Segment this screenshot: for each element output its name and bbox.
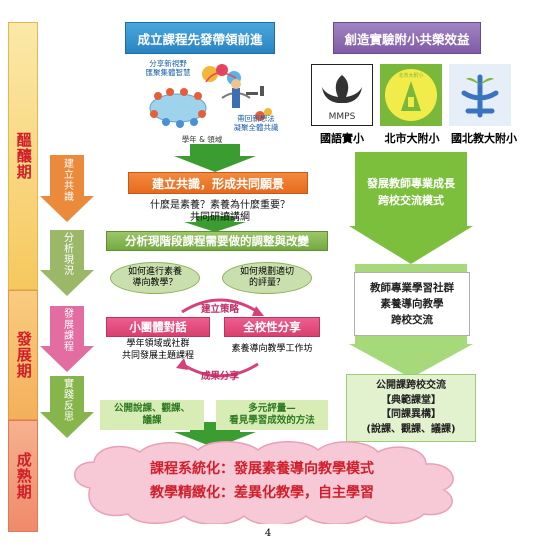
illustration-label-right: 帶回新想法 凝聚全體共識 xyxy=(233,114,279,133)
strategy-label: 建立策略 xyxy=(200,304,239,315)
right-box2: 教師專業學習社群 素養導向教學 跨校交流 xyxy=(354,272,470,336)
consensus-title-box: 建立共識，形成共同願景 xyxy=(128,172,308,194)
consensus-sub1: 什麼是素養？素養為什麼重要？ xyxy=(150,200,290,211)
cycle-arrows xyxy=(176,298,264,378)
step-label-practice: 實踐反思 xyxy=(61,378,73,422)
header-left: 成立課程先發帶領前進 xyxy=(125,22,275,54)
phase-maturity: 成熟期 xyxy=(8,420,38,532)
results-arc xyxy=(181,362,259,378)
cloud-line2: 教學精緻化：差異化教學，自主學習 xyxy=(150,485,374,501)
illustration-label-bottom: 學年 & 領域 xyxy=(181,135,223,144)
step-label-consensus: 建立共識 xyxy=(61,158,73,202)
phase-germination: 醞釀期 xyxy=(8,22,38,290)
cloud-shape xyxy=(73,441,454,524)
step-arrow-develop xyxy=(40,306,94,372)
question-teaching: 如何進行素養導向教學？ xyxy=(110,262,200,294)
page-number: 4 xyxy=(264,528,272,539)
ntue-emblem-icon xyxy=(461,74,499,118)
cloud-line1: 課程系統化：發展素養導向教學模式 xyxy=(150,461,374,477)
illustration-label-top: 分享新視野 匯聚集體智慧 xyxy=(145,59,191,78)
results-label: 成果分享 xyxy=(200,371,239,382)
phase-germination-label: 醞釀期 xyxy=(14,132,33,180)
logo-name-mmps: 國語實小 xyxy=(320,132,364,145)
school-share-desc: 素養導向教學工作坊 xyxy=(231,344,313,354)
open-class-box: 公開說課、觀課、 議課 xyxy=(100,400,204,430)
analysis-title-box: 分析現階段課程需要做的調整與改變 xyxy=(106,231,328,251)
svg-text:北市大附小: 北市大附小 xyxy=(398,72,423,79)
consensus-sub2: 共同研讀講綱 xyxy=(190,212,250,223)
arrow-down-2 xyxy=(184,216,246,232)
step-arrow-consensus xyxy=(40,155,94,222)
meeting-illustration: 分享新視野 匯聚集體智慧 帶回新想法 凝聚全體共識 學年 & 領域 xyxy=(110,58,300,146)
small-group-desc: 學年領域或社群 共同發展主題課程 xyxy=(121,339,194,361)
logo-name-ntue: 國北教大附小 xyxy=(451,132,517,145)
step-label-analysis: 分析現況 xyxy=(61,232,73,276)
taipei-city-emblem-icon: 北市大附小 xyxy=(385,69,437,121)
phase-column: 醞釀期 發展期 成熟期 xyxy=(8,22,38,532)
step-arrows xyxy=(40,155,94,438)
right-box3: 公開課跨校交流 【典範課堂】 【同課異構】 (說課、觀課、議課) xyxy=(346,374,476,442)
step-label-develop: 發展課程 xyxy=(61,308,73,352)
phase-development-label: 發展期 xyxy=(14,331,33,379)
small-group-title: 小團體對話 xyxy=(106,317,210,337)
question-assessment: 如何規劃適切的評量？ xyxy=(222,262,312,294)
phase-development: 發展期 xyxy=(8,290,38,420)
step-arrow-analysis xyxy=(40,230,94,296)
header-right: 創造實驗附小共榮效益 xyxy=(333,22,481,54)
logo-mmps: MMPS xyxy=(311,64,373,126)
mmps-emblem-icon: MMPS xyxy=(322,75,362,122)
logo-ntue xyxy=(449,64,511,126)
phase-maturity-label: 成熟期 xyxy=(14,452,33,500)
meeting-graphic xyxy=(149,64,272,128)
school-share-title: 全校性分享 xyxy=(224,317,320,337)
multi-eval-box: 多元評量— 看見學習成效的方法 xyxy=(216,400,328,430)
arrow-down-1 xyxy=(174,144,256,172)
step-arrow-practice xyxy=(40,376,94,438)
svg-text:MMPS: MMPS xyxy=(329,112,356,122)
strategy-arc xyxy=(181,298,259,314)
right-arrow-1 xyxy=(349,152,473,264)
right-box1: 發展教師專業成長 跨校交流模式 xyxy=(367,177,455,207)
logo-name-taipei-city: 北市大附小 xyxy=(384,132,440,145)
logo-taipei-city: 北市大附小 xyxy=(380,64,442,126)
